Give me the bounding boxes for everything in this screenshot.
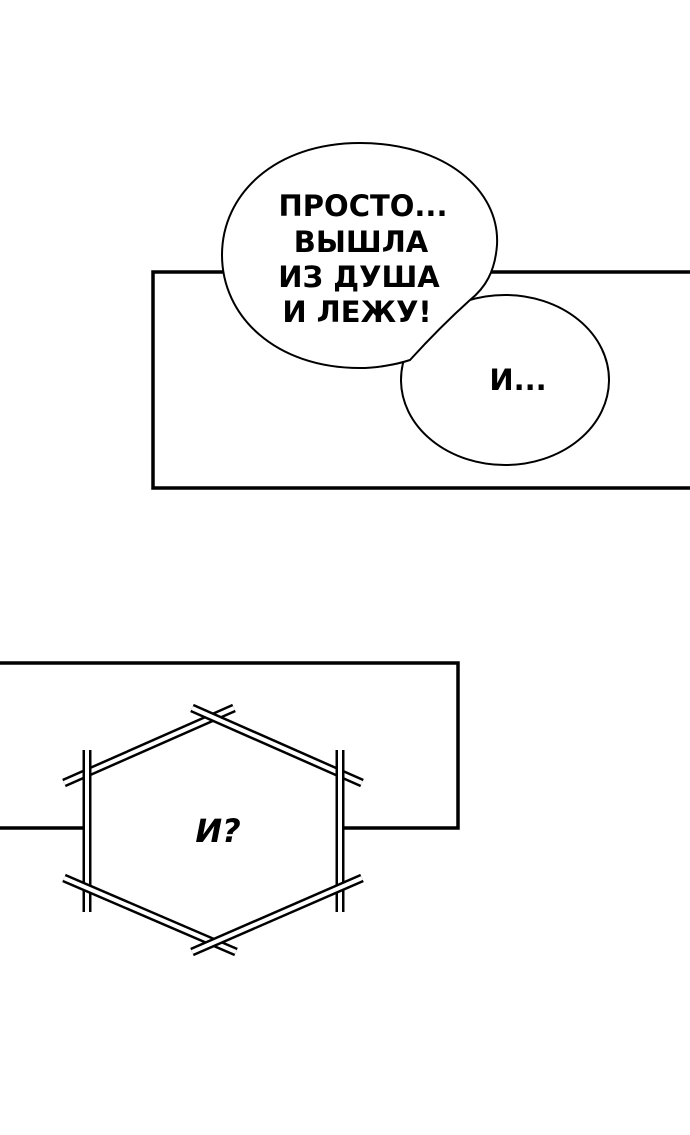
speech-bubble-1-line-1: ПРОСТО... [279,189,448,223]
speech-bubble-2: И... [400,294,610,466]
speech-bubble-1: ПРОСТО... ВЫШЛА ИЗ ДУША И ЛЕЖУ! [220,141,499,370]
panel-2: И? [0,661,460,957]
narration-text: И? [195,812,240,850]
speech-bubble-2-text: И... [489,363,546,397]
speech-bubble-1-line-2: ВЫШЛА [294,225,429,259]
speech-bubble-1-line-3: ИЗ ДУША [278,260,440,294]
hexagon-narration-box: И? [62,703,364,957]
panel-1: И... ПРОСТО... ВЫШЛА ИЗ ДУША И ЛЕЖУ! [151,141,690,490]
speech-bubble-1-line-4: И ЛЕЖУ! [282,295,431,329]
